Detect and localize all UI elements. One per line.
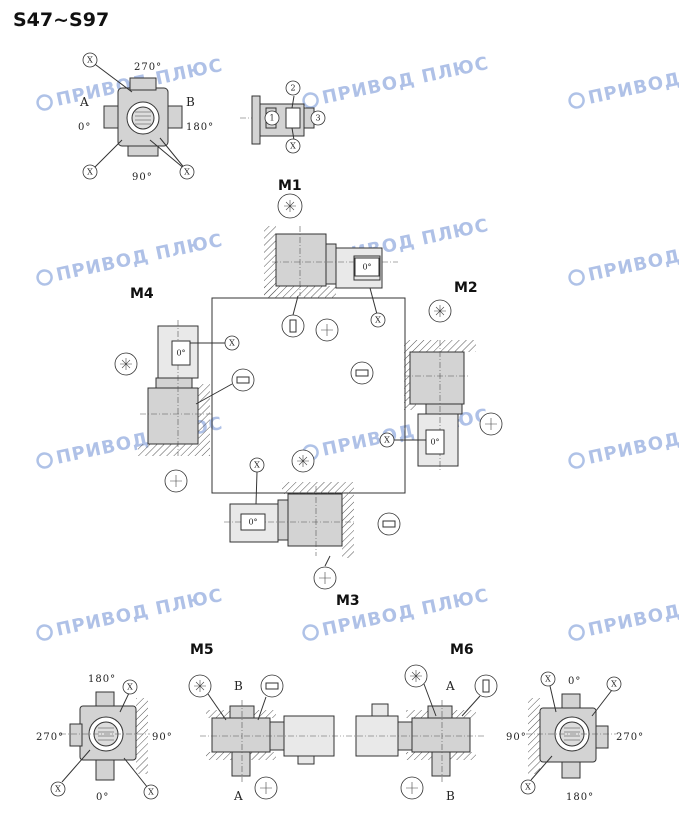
watermark-2: ПРИВОД ПЛЮС bbox=[302, 53, 491, 109]
angle-0-label: 0° bbox=[96, 792, 109, 803]
svg-text:X: X bbox=[55, 785, 61, 794]
svg-text:ПРИВОД ПЛЮС: ПРИВОД ПЛЮС bbox=[586, 585, 679, 641]
side-a-label: A bbox=[233, 789, 243, 803]
watermark-3: ПРИВОД ПЛЮС bbox=[568, 53, 679, 109]
svg-text:ПРИВОД ПЛЮС: ПРИВОД ПЛЮС bbox=[54, 230, 225, 286]
watermark-6: ПРИВОД ПЛЮС bbox=[568, 230, 679, 286]
svg-text:X: X bbox=[127, 683, 133, 692]
page-title: S47~S97 bbox=[13, 9, 110, 31]
svg-text:X: X bbox=[254, 461, 260, 470]
marker-x: X bbox=[520, 779, 536, 795]
position-m2-label: M2 bbox=[454, 280, 478, 296]
position-m3: M3 0° X bbox=[224, 449, 401, 609]
position-number-2: 2 bbox=[285, 80, 301, 96]
position-m1: M1 0° X bbox=[264, 178, 398, 342]
side-b-label: B bbox=[234, 679, 243, 693]
angle-180-label: 180° bbox=[566, 792, 594, 803]
watermark-8: ПРИВОД ПЛЮС bbox=[302, 405, 491, 461]
svg-text:0°: 0° bbox=[430, 438, 439, 447]
marker-x: X bbox=[285, 138, 301, 154]
angle-90-label: 90° bbox=[506, 732, 527, 743]
marker-x: X bbox=[82, 52, 98, 68]
end-view-right: 0° 90° 270° 180° X X X bbox=[506, 671, 644, 803]
marker-x: X bbox=[122, 679, 138, 695]
marker-x: X bbox=[179, 164, 195, 180]
svg-text:1: 1 bbox=[269, 114, 274, 123]
svg-text:X: X bbox=[525, 783, 531, 792]
svg-text:X: X bbox=[545, 675, 551, 684]
svg-text:X: X bbox=[375, 316, 381, 325]
side-a-label: A bbox=[445, 679, 455, 693]
angle-270-label: 270° bbox=[36, 732, 64, 743]
side-b-label: B bbox=[446, 789, 455, 803]
position-m1-label: M1 bbox=[278, 178, 302, 194]
angle-90-label: 90° bbox=[152, 732, 173, 743]
svg-text:0°: 0° bbox=[362, 263, 371, 272]
svg-text:ПРИВОД ПЛЮС: ПРИВОД ПЛЮС bbox=[320, 53, 491, 109]
motor-terminal-box: 0° bbox=[240, 513, 266, 531]
position-m3-label: M3 bbox=[336, 593, 360, 609]
marker-x: X bbox=[370, 312, 386, 328]
svg-text:ПРИВОД ПЛЮС: ПРИВОД ПЛЮС bbox=[586, 413, 679, 469]
svg-text:ПРИВОД ПЛЮС: ПРИВОД ПЛЮС bbox=[586, 230, 679, 286]
marker-x: X bbox=[606, 676, 622, 692]
svg-text:X: X bbox=[384, 436, 390, 445]
angle-key-view: 270° A B 0° 180° 90° X X X bbox=[78, 52, 214, 183]
marker-x: X bbox=[224, 335, 240, 351]
marker-x: X bbox=[249, 457, 265, 473]
angle-180-label: 180° bbox=[88, 674, 116, 685]
motor-terminal-box: 0° bbox=[354, 257, 380, 277]
svg-text:X: X bbox=[229, 339, 235, 348]
svg-text:X: X bbox=[148, 788, 154, 797]
svg-text:3: 3 bbox=[315, 114, 320, 123]
watermark-9: ПРИВОД ПЛЮС bbox=[568, 413, 679, 469]
svg-text:0°: 0° bbox=[176, 349, 185, 358]
svg-text:ПРИВОД ПЛЮС: ПРИВОД ПЛЮС bbox=[320, 405, 491, 461]
watermark-11: ПРИВОД ПЛЮС bbox=[302, 585, 491, 641]
marker-x: X bbox=[540, 671, 556, 687]
position-m6: M6 A B bbox=[346, 642, 498, 803]
side-view-key: 2 1 3 X bbox=[240, 80, 326, 154]
svg-text:2: 2 bbox=[290, 84, 295, 93]
watermark-10: ПРИВОД ПЛЮС bbox=[36, 585, 225, 641]
watermark-12: ПРИВОД ПЛЮС bbox=[568, 585, 679, 641]
svg-text:X: X bbox=[184, 168, 190, 177]
angle-270-label: 270° bbox=[134, 62, 162, 73]
svg-text:X: X bbox=[87, 168, 93, 177]
svg-text:X: X bbox=[611, 680, 617, 689]
position-m2: M2 0° X bbox=[350, 280, 503, 470]
end-view-left: 180° 270° 90° 0° X X X bbox=[36, 674, 173, 803]
svg-text:ПРИВОД ПЛЮС: ПРИВОД ПЛЮС bbox=[54, 585, 225, 641]
motor-terminal-box: 0° bbox=[171, 340, 191, 366]
angle-0-label: 0° bbox=[78, 122, 91, 133]
motor-terminal-box: 0° bbox=[425, 429, 445, 455]
side-a-label: A bbox=[79, 95, 89, 109]
position-m6-label: M6 bbox=[450, 642, 474, 658]
svg-text:X: X bbox=[87, 56, 93, 65]
angle-180-label: 180° bbox=[186, 122, 214, 133]
position-m5: M5 B A bbox=[188, 642, 344, 803]
marker-x: X bbox=[143, 784, 159, 800]
marker-x: X bbox=[82, 164, 98, 180]
svg-text:X: X bbox=[290, 142, 296, 151]
position-m4-label: M4 bbox=[130, 286, 154, 302]
svg-text:0°: 0° bbox=[248, 518, 257, 527]
angle-270-label: 270° bbox=[616, 732, 644, 743]
position-number-3: 3 bbox=[310, 110, 326, 126]
position-m5-label: M5 bbox=[190, 642, 214, 658]
side-b-label: B bbox=[186, 95, 195, 109]
angle-0-label: 0° bbox=[568, 676, 581, 687]
angle-90-label: 90° bbox=[132, 172, 153, 183]
svg-text:ПРИВОД ПЛЮС: ПРИВОД ПЛЮС bbox=[586, 53, 679, 109]
marker-x: X bbox=[379, 432, 395, 448]
position-number-1: 1 bbox=[264, 110, 280, 126]
position-m4: M4 0° X bbox=[114, 286, 255, 493]
watermark-4: ПРИВОД ПЛЮС bbox=[36, 230, 225, 286]
marker-x: X bbox=[50, 781, 66, 797]
